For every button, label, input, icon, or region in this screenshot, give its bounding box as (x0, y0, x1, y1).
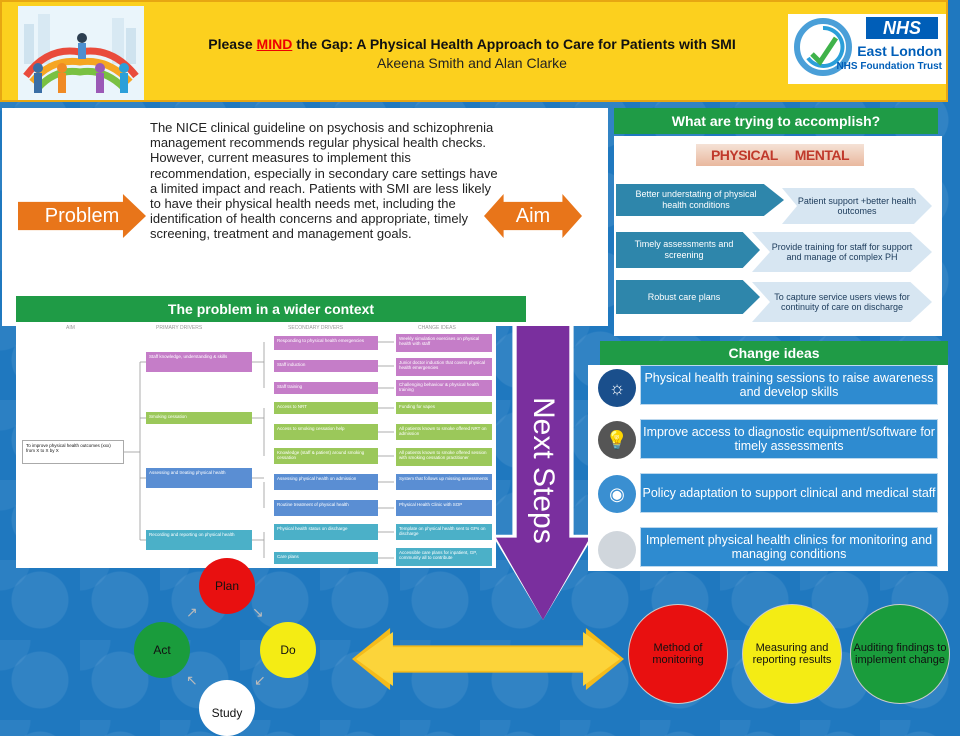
secondary-driver: Knowledge (staff & patient) around smoki… (274, 448, 378, 464)
change-ideas-panel: ☼ Physical health training sessions to r… (588, 365, 948, 571)
change-idea: Physical health training sessions to rai… (640, 365, 938, 405)
change-ideas-heading: Change ideas (600, 341, 948, 365)
change-idea-box: Weekly simulation exercises on physical … (396, 334, 492, 352)
trust-subtitle: NHS Foundation Trust (836, 61, 942, 72)
secondary-driver: Care plans (274, 552, 378, 564)
aim-goal-left: Better understating of physical health c… (616, 184, 784, 216)
secondary-driver: Assessing physical health on admission (274, 474, 378, 490)
nhs-logo: NHS East London NHS Foundation Trust (788, 14, 946, 84)
header-banner: Please MIND the Gap: A Physical Health A… (0, 0, 948, 102)
pdsa-act: Act (134, 622, 190, 678)
cycle-arrow-icon: ↖ (186, 672, 198, 688)
primary-driver: Assessing and treating physical health (146, 468, 252, 488)
secondary-driver: Responding to physical health emergencie… (274, 336, 378, 350)
stage-measuring: Measuring and reporting results (742, 604, 842, 704)
aim-goal-left: Timely assessments and screening (616, 232, 760, 268)
stage-auditing: Auditing findings to implement change (850, 604, 950, 704)
cycle-arrow-icon: ↙ (254, 672, 266, 688)
change-idea-box: Challenging behaviour & physical health … (396, 380, 492, 396)
change-idea: Implement physical health clinics for mo… (640, 527, 938, 567)
cycle-arrow-icon: ↗ (186, 604, 198, 620)
change-idea-box: All patients known to smoke offered NRT … (396, 424, 492, 440)
pdsa-plan: Plan (199, 558, 255, 614)
aim-panel: PHYSICAL MENTAL Better understating of p… (614, 136, 942, 336)
secondary-driver: Staff induction (274, 360, 378, 372)
title-mind: MIND (256, 36, 293, 52)
secondary-driver: Physical health status on discharge (274, 524, 378, 540)
change-idea-box: Template on physical health sent to GPs … (396, 524, 492, 540)
nhs-badge: NHS (866, 17, 938, 39)
problem-statement: The NICE clinical guideline on psychosis… (150, 120, 498, 242)
change-idea-box: System that follows up missing assessmen… (396, 474, 492, 490)
aim-heading: What are trying to accomplish? (614, 108, 938, 134)
stage-monitoring: Method of monitoring (628, 604, 728, 704)
lightbulb-icon: 💡 (598, 421, 636, 459)
circle-icon (598, 531, 636, 569)
aim-goal-right: Patient support +better health outcomes (782, 188, 932, 224)
col-header-primary: PRIMARY DRIVERS (156, 325, 203, 331)
physical-mental-banner: PHYSICAL MENTAL (696, 144, 864, 166)
next-steps-label: Next Steps (527, 396, 560, 544)
quality-assurance-icon (794, 18, 852, 76)
authors: Akeena Smith and Alan Clarke (377, 55, 567, 71)
pdsa-do: Do (260, 622, 316, 678)
secondary-driver: Access to smoking cessation help (274, 424, 378, 440)
change-idea-box: All patients known to smoke offered sess… (396, 448, 492, 466)
secondary-driver: Staff training (274, 382, 378, 394)
brain-bulb-icon: ☼ (598, 369, 636, 407)
cycle-arrow-icon: ↘ (252, 604, 264, 620)
change-idea-box: Physical Health Clinic with SOP (396, 500, 492, 516)
teamwork-illustration (18, 6, 144, 100)
change-idea: Improve access to diagnostic equipment/s… (640, 419, 938, 459)
poster-title: Please MIND the Gap: A Physical Health A… (152, 36, 792, 52)
change-idea: Policy adaptation to support clinical an… (640, 473, 938, 513)
change-idea-box: Funding for vapes (396, 402, 492, 414)
driver-diagram: AIM PRIMARY DRIVERS SECONDARY DRIVERS CH… (16, 322, 496, 568)
globe-bulb-icon: ◉ (598, 475, 636, 513)
banner-physical: PHYSICAL (710, 147, 778, 163)
primary-driver: Smoking cessation (146, 412, 252, 424)
context-heading: The problem in a wider context (16, 296, 526, 322)
primary-driver: Recording and reporting on physical heal… (146, 530, 252, 550)
diagram-aim-box: To improve physical health outcomes (xxx… (22, 440, 124, 464)
primary-driver: Staff knowledge, understanding & skills (146, 352, 252, 372)
secondary-driver: Access to NRT (274, 402, 378, 414)
aim-arrow: Aim (484, 194, 582, 238)
title-prefix: Please (208, 36, 257, 52)
aim-goal-right: Provide training for staff for support a… (752, 232, 932, 272)
change-idea-box: Junior doctor induction that covers phys… (396, 358, 492, 376)
problem-label: Problem (44, 205, 120, 227)
title-suffix: the Gap: A Physical Health Approach to C… (292, 36, 736, 52)
col-header-ideas: CHANGE IDEAS (418, 325, 456, 331)
col-header-secondary: SECONDARY DRIVERS (288, 325, 344, 331)
aim-label: Aim (515, 205, 551, 227)
trust-name: East London (857, 43, 942, 59)
aim-goal-left: Robust care plans (616, 280, 760, 314)
change-idea-box: Accessible care plans for inpatient, GP,… (396, 548, 492, 566)
pdsa-study: Study (199, 680, 255, 736)
banner-mental: MENTAL (794, 147, 850, 163)
double-arrow-fill (356, 632, 620, 686)
secondary-driver: Routine treatment of physical health (274, 500, 378, 516)
aim-goal-right: To capture service users views for conti… (752, 282, 932, 322)
col-header-aim: AIM (66, 325, 75, 331)
